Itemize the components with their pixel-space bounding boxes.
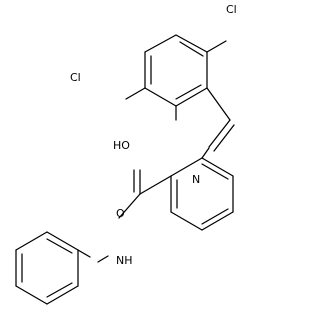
benzamide-ring (170, 157, 234, 231)
bond (144, 87, 177, 107)
atom-label-hydroxyl: HO (113, 139, 130, 152)
bond (201, 157, 234, 177)
dichlorophenol-ring (144, 34, 208, 107)
atom-label-imine-n: N (192, 173, 200, 186)
atom-label-carbonyl-o: O (116, 207, 125, 220)
bond (15, 285, 48, 305)
bond (175, 34, 208, 53)
bond (118, 193, 141, 219)
atom-label-cl-top: Cl (226, 3, 237, 16)
atom-label-amide-nh: NH (116, 254, 133, 267)
bond (46, 238, 73, 254)
bond (206, 87, 231, 121)
bond (144, 34, 177, 53)
phenyl-ring (15, 231, 91, 305)
bond (125, 87, 146, 100)
atom-label-cl-left: Cl (70, 71, 81, 84)
bond (201, 211, 234, 231)
amide-group (97, 169, 172, 263)
bond (46, 282, 73, 298)
bond (170, 211, 203, 231)
bond (175, 84, 202, 100)
bond (179, 41, 204, 57)
bond (15, 231, 48, 251)
bond (46, 231, 79, 251)
bond (77, 249, 91, 258)
bond (201, 208, 229, 225)
bond (175, 87, 208, 107)
structure-diagram: Cl Cl HO N O NH (15, 3, 237, 305)
bond (201, 147, 210, 159)
bond (139, 175, 172, 195)
bond (208, 119, 231, 148)
bond (201, 163, 229, 180)
bond (46, 285, 79, 305)
molecule-canvas: Cl Cl HO N O NH (15, 3, 237, 305)
phenol-substituent-bonds (125, 40, 227, 121)
bond (170, 157, 203, 177)
imine-linker (201, 87, 235, 159)
bond (97, 255, 109, 263)
bond (213, 124, 235, 152)
bond (206, 40, 227, 53)
